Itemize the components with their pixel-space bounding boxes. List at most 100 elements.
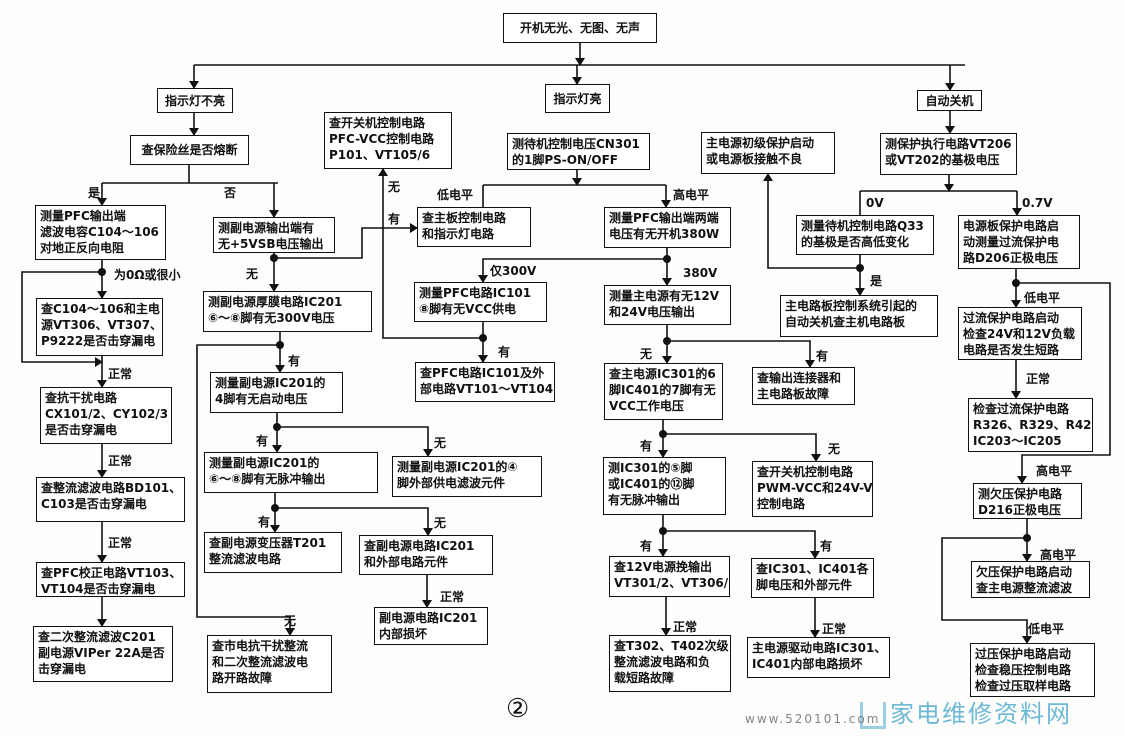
node-text-line: 控制电路 — [757, 497, 806, 511]
connector-line — [941, 537, 1032, 644]
edge-label: 是 — [88, 186, 101, 200]
node-text-line: 查主电源整流滤波 — [976, 581, 1073, 595]
edge-label: 无 — [828, 442, 841, 456]
node-text-line: VT301/2、VT306/7 — [614, 576, 730, 590]
node-text-line: 检查过流保护电路 — [973, 402, 1070, 416]
node-text-line: 查抗干扰电路 — [45, 391, 118, 405]
node-text-line: 路开路故障 — [212, 671, 273, 685]
node-text-line: 内部损坏 — [379, 627, 428, 641]
junction-dot — [663, 255, 671, 263]
node-text-line: 查12V电源挽输出 — [614, 560, 712, 574]
node-text-line: 或电源板接触不良 — [706, 152, 803, 166]
flow-node-led-off: 指示灯不亮 — [157, 88, 233, 113]
node-text-line: 整流滤波电路和负 — [614, 655, 711, 669]
node-text-line: 检查24V和12V负载 — [963, 327, 1075, 341]
node-text-line: 指示灯亮 — [553, 91, 602, 106]
junction-dot — [271, 504, 279, 512]
edge-label: 正常 — [108, 367, 133, 381]
edge-label: 高电平 — [1036, 464, 1073, 478]
flow-node-uvp-on: 欠压保护电路启动查主电源整流滤波 — [971, 561, 1090, 598]
edge-label: 有 — [820, 539, 833, 553]
junction-dot — [1012, 279, 1020, 287]
flow-node-ic301-pulse: 测IC301的⑤脚或IC401的⑫脚有无脉冲输出 — [603, 457, 726, 515]
node-text-line: 查主板控制电路 — [422, 211, 507, 225]
node-text-line: 和24V电压输出 — [609, 305, 695, 319]
flow-node-c104: 查C104～106和主电源VT306、VT307、P9222是否击穿漏电 — [36, 298, 163, 356]
flow-node-led-on: 指示灯亮 — [545, 84, 610, 113]
edge-label: 正常 — [108, 536, 133, 550]
node-text-line: 查整流滤波电路BD101、 — [41, 481, 182, 495]
node-text-line: 对地正反向电阻 — [40, 241, 125, 255]
node-text-line: 测量待机控制电路Q33 — [801, 219, 924, 233]
node-text-line: 测待机控制电压CN301 — [512, 137, 640, 151]
node-text-line: 查主电源IC301的6 — [609, 367, 716, 381]
junction-dot — [856, 264, 864, 272]
node-text-line: P101、VT105/6 — [329, 148, 431, 162]
node-text-line: VCC工作电压 — [609, 399, 684, 413]
node-text-line: 查市电抗干扰整流 — [212, 639, 309, 653]
node-text-line: 部电路VT101～VT104 — [420, 382, 554, 396]
node-text-line: 副电源电路IC201 — [379, 611, 478, 625]
node-text-line: 欠压保护电路启动 — [976, 565, 1073, 579]
flow-node-t302: 查T302、T402次级整流滤波电路和负载短路故障 — [609, 635, 731, 692]
node-text-line: P9222是否击穿漏电 — [41, 334, 156, 348]
connector-line — [1016, 282, 1111, 484]
flow-node-ic301-pins: 查IC301、IC401各脚电压和外部元件 — [751, 558, 874, 598]
flow-node-v12-out: 查12V电源挽输出 VT301/2、VT306/7 — [609, 556, 730, 597]
flow-node-mainctl: 主电路板控制系统引起的自动关机查主机电路板 — [780, 295, 938, 337]
junction-dot — [1023, 534, 1031, 542]
edge-label: 否 — [224, 186, 237, 200]
edge-label: 正常 — [108, 454, 133, 468]
edge-label: 正常 — [1026, 372, 1051, 386]
edge-label: 正常 — [673, 620, 698, 634]
connector-line — [378, 168, 483, 339]
node-text-line: 自动关机查主机电路板 — [785, 315, 906, 329]
connector-line — [663, 530, 820, 559]
node-text-line: 4脚有无启动电压 — [215, 392, 308, 406]
edge-label: 正常 — [440, 590, 465, 604]
edge-label: 无 — [246, 267, 259, 281]
flow-node-fuse: 查保险丝是否熔断 — [130, 135, 249, 165]
node-text-line: R326、R329、R423 — [973, 418, 1093, 432]
flow-node-mainboard: 查主板控制电路和指示灯电路 — [417, 207, 531, 247]
flow-node-ic101-ext: 查PFC电路IC101及外部电路VT101～VT104 — [415, 362, 555, 402]
edge-label: 0V — [866, 196, 884, 210]
edge-label: 低电平 — [1028, 622, 1065, 636]
node-text-line: IC401内部电路损坏 — [752, 657, 863, 671]
edge-label: 高电平 — [673, 188, 710, 202]
connector-line — [277, 426, 433, 457]
node-text-line: 测保护执行电路VT206 — [885, 137, 1012, 151]
junction-dot — [273, 423, 281, 431]
junction-dot — [479, 334, 487, 342]
node-text-line: 有无脉冲输出 — [608, 493, 681, 507]
connector-line — [478, 258, 667, 283]
node-text-line: 脚IC401的7脚有无 — [609, 383, 716, 397]
flow-node-primary: 主电源初级保护启动或电源板接触不良 — [701, 132, 835, 174]
edge-label: 高电平 — [1040, 548, 1077, 562]
connector-line — [667, 340, 815, 368]
edge-label: 有 — [498, 345, 511, 359]
edge-label: 为0Ω或很小 — [114, 268, 181, 282]
edge-label: 无 — [640, 347, 653, 361]
node-text-line: 测IC301的⑤脚 — [608, 461, 693, 475]
edge-label: 是 — [870, 274, 883, 288]
node-text-line: 源VT306、VT307、 — [41, 318, 163, 332]
node-text-line: 动测量过流保护电 — [963, 235, 1060, 249]
node-text-line: 过压保护电路启动 — [975, 647, 1072, 661]
junction-dot — [276, 341, 284, 349]
junction-dot — [98, 268, 106, 276]
node-text-line: 主电源初级保护启动 — [706, 136, 815, 150]
node-text-line: 查IC301、IC401各 — [756, 562, 869, 576]
